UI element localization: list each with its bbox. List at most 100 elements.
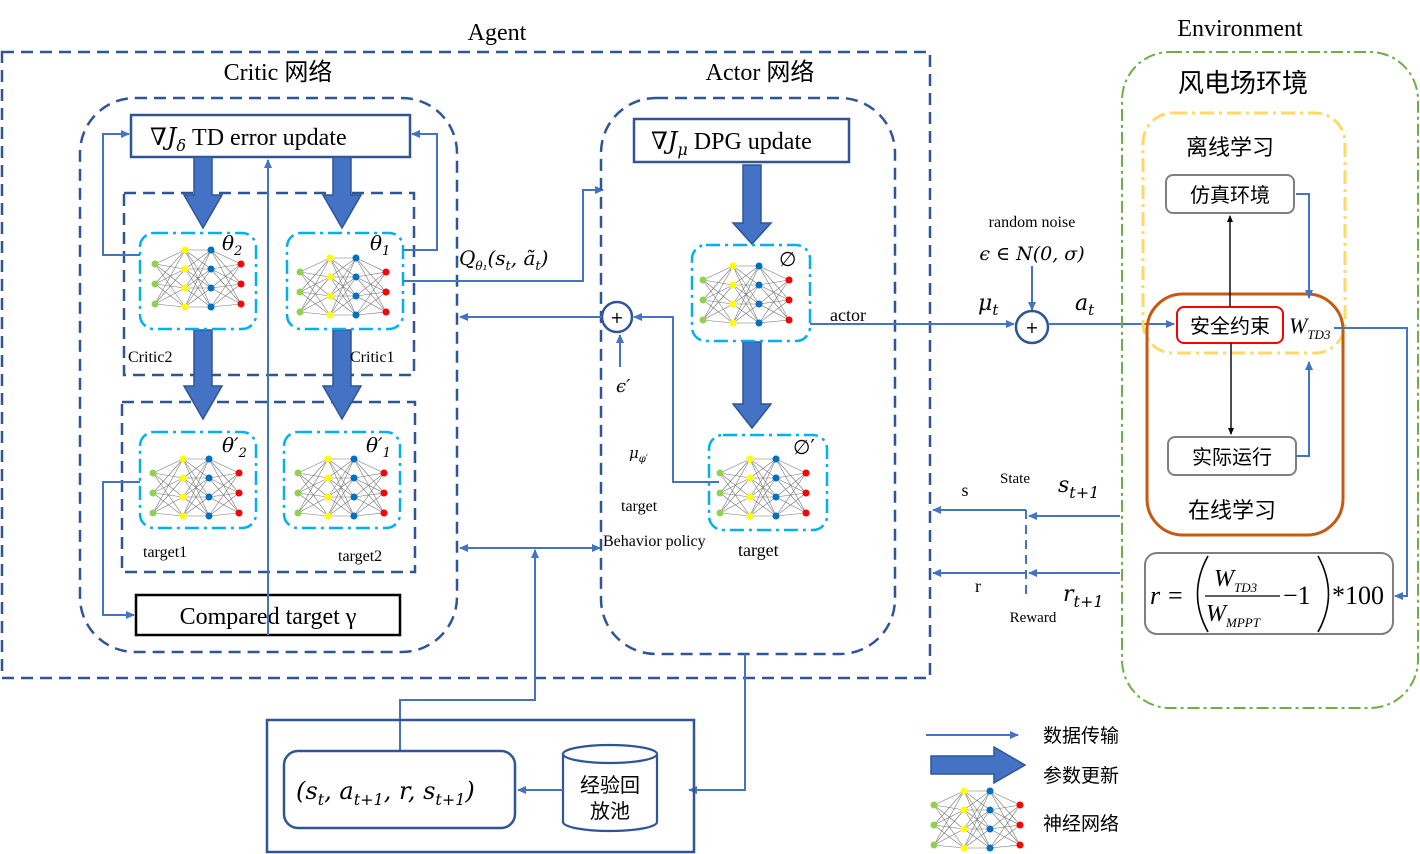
legend: 数据传输 参数更新 神经网络 [926, 725, 1119, 852]
neural-network-icon [151, 246, 245, 311]
param-update-arrow-actor [731, 164, 773, 246]
transition-to-buffer-arrow [688, 654, 746, 794]
legend-param-update-label: 参数更新 [1043, 765, 1119, 787]
online-learning-group [1145, 292, 1345, 537]
svg-text:=: = [1168, 581, 1183, 610]
svg-text:r: r [1150, 581, 1161, 610]
agent-title: Agent [468, 20, 527, 46]
param-update-arrow-target2 [321, 329, 363, 421]
target2-label: target2 [338, 548, 382, 565]
safety-constraint-box[interactable]: 安全约束 [1176, 306, 1284, 344]
neural-network-icon [294, 455, 388, 520]
svg-text:θ2: θ2 [222, 231, 242, 259]
actor-network-group [599, 96, 897, 656]
offline-learning-label: 离线学习 [1186, 136, 1274, 161]
actual-to-wtd3-arrow [1296, 361, 1313, 457]
w-td3-label: WTD3 [1289, 313, 1331, 342]
epsilon-prime-label: ϵ′ [616, 376, 630, 397]
transition-tuple-box[interactable]: (st, at+1, r, st+1) [282, 749, 517, 830]
svg-text:WMPPT: WMPPT [1206, 601, 1261, 630]
td-error-update-box[interactable]: ∇Jδ TD error update [129, 113, 412, 159]
critic1-feedback-arrow [403, 130, 438, 251]
state-label: State [1000, 471, 1030, 487]
legend-data-transfer-label: 数据传输 [1043, 725, 1119, 747]
critic2-label: Critic2 [128, 349, 172, 366]
wind-farm-env-title: 风电场环境 [1178, 69, 1308, 99]
svg-text:∅′: ∅′ [793, 435, 815, 459]
svg-text:θ1: θ1 [370, 231, 390, 259]
svg-text:θ′2: θ′2 [222, 433, 247, 461]
mu-t-label: μt [978, 291, 999, 319]
target-text: target [621, 498, 658, 515]
a-t-label: at [1075, 291, 1095, 319]
actor-network: ∅ [690, 243, 812, 343]
target1-network: θ′2 [138, 430, 258, 530]
svg-text:实际运行: 实际运行 [1192, 445, 1272, 469]
critic2-feedback-arrow [102, 130, 140, 256]
noise-formula: ϵ ∈ N(0, σ) [979, 243, 1084, 265]
svg-text:(st, at+1, r, st+1): (st, at+1, r, st+1) [296, 777, 475, 809]
critic1-label: Critic1 [350, 349, 394, 366]
replay-group [265, 718, 696, 854]
r-next-label: rt+1 [1063, 582, 1104, 611]
simulation-env-box[interactable]: 仿真环境 [1165, 174, 1295, 214]
agent-boundary [0, 50, 932, 680]
actor-network-title: Actor 网络 [706, 59, 815, 86]
target2-network: θ′1 [282, 430, 402, 530]
environment-boundary [1121, 51, 1419, 709]
svg-text:∇Jδ TD error update: ∇Jδ TD error update [150, 123, 347, 155]
random-noise-title: random noise [989, 214, 1076, 231]
q-value-label: Qθ₁(st, ãt) [459, 246, 548, 274]
td-update-text: TD error update [186, 125, 347, 151]
neural-network-icon [716, 455, 810, 520]
target1-label: target1 [143, 544, 187, 561]
nabla-j-label: ∇J [150, 123, 178, 151]
svg-text:*100: *100 [1332, 581, 1384, 610]
actor-target-label: target [738, 540, 779, 560]
svg-text:经验回: 经验回 [580, 773, 640, 797]
legend-neural-network-label: 神经网络 [1043, 813, 1119, 835]
legend-param-update-arrow [930, 745, 1027, 785]
offline-learning-group [1141, 111, 1347, 355]
actor-output-label: actor [830, 305, 866, 325]
critic-network-group [78, 96, 459, 654]
svg-text:+: + [610, 308, 623, 327]
svg-text:仿真环境: 仿真环境 [1190, 183, 1270, 207]
target-to-sum-arrow [633, 313, 719, 483]
neural-network-icon [149, 455, 243, 520]
actor-target-network: ∅′ [707, 433, 829, 532]
svg-text:放池: 放池 [590, 799, 630, 823]
wtd3-to-reward-arrow [1334, 327, 1408, 600]
neural-network-icon [296, 254, 390, 319]
reward-formula-box: r = WTD3 WMPPT −1 *100 [1144, 552, 1394, 635]
param-update-arrow-critic2 [182, 156, 224, 230]
dpg-update-box[interactable]: ∇Jμ DPG update [632, 117, 851, 164]
param-update-arrow-actor-target [731, 341, 773, 430]
param-update-arrow-critic1 [321, 156, 363, 230]
reward-label: Reward [1010, 610, 1057, 626]
svg-text:WTD3: WTD3 [1214, 566, 1258, 595]
svg-text:∇Jμ DPG update: ∇Jμ DPG update [651, 127, 812, 159]
mu-phi-label: μφ′ [629, 444, 649, 465]
svg-text:−1: −1 [1283, 581, 1311, 610]
replay-buffer-cylinder[interactable]: 经验回 放池 [561, 743, 659, 833]
replay-sample-arrow [399, 549, 539, 752]
svg-text:θ′1: θ′1 [366, 433, 391, 461]
svg-text:∅: ∅ [779, 247, 796, 271]
noise-sum-junction: + [1014, 309, 1050, 345]
actor-sum-junction: + [600, 300, 634, 334]
target1-to-compared-arrow [102, 481, 140, 619]
svg-text:安全约束: 安全约束 [1190, 314, 1270, 338]
r-label: r [975, 576, 981, 596]
q-value-to-actor-arrow [403, 186, 604, 282]
critic2-network: θ2 [138, 231, 258, 331]
behavior-policy-label: Behavior policy [603, 533, 706, 550]
s-label: s [961, 480, 968, 500]
svg-text:+: + [1025, 318, 1038, 337]
sim-to-wtd3-arrow [1296, 193, 1313, 299]
critic-network-title: Critic 网络 [224, 59, 333, 86]
environment-title: Environment [1177, 16, 1303, 42]
actual-operation-box[interactable]: 实际运行 [1167, 436, 1297, 476]
legend-neural-network-icon [930, 787, 1024, 852]
